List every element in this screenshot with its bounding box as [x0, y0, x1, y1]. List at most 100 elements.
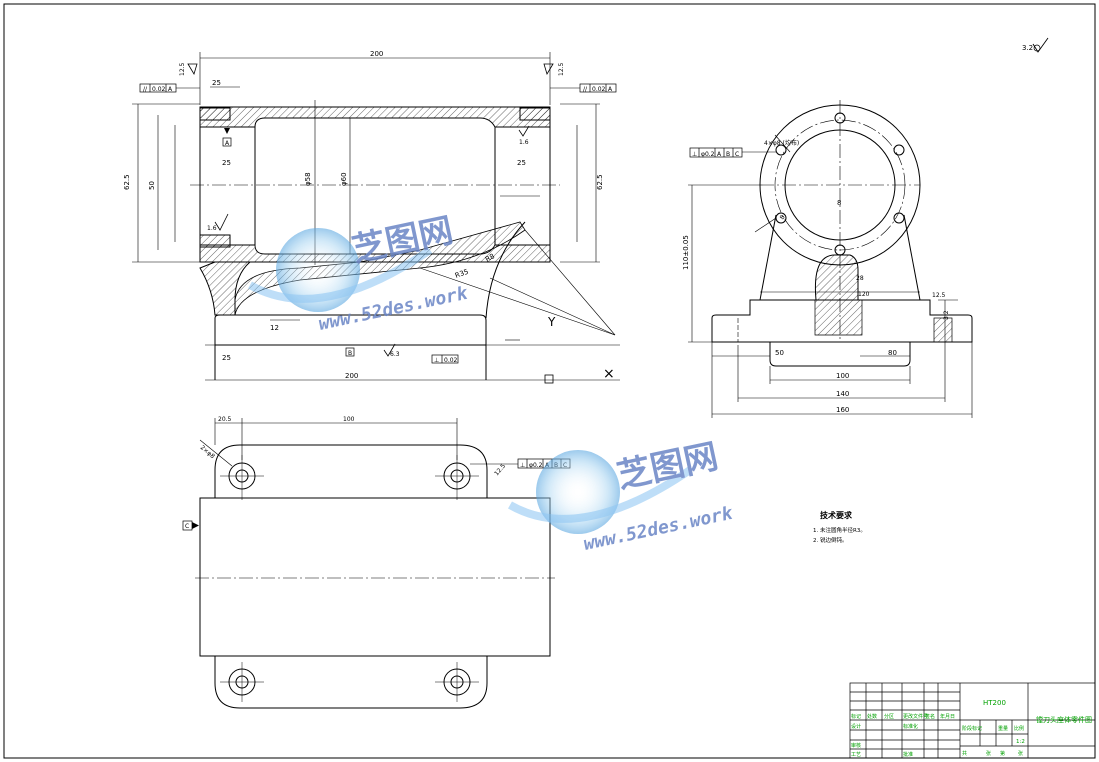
- top-view: [195, 444, 555, 709]
- svg-text:0.02: 0.02: [152, 86, 166, 93]
- svg-text:12: 12: [270, 324, 279, 332]
- svg-text:200: 200: [370, 50, 383, 58]
- general-roughness: 3.2: [1022, 37, 1049, 53]
- front-dimensions: [132, 52, 620, 381]
- svg-text:处数: 处数: [867, 713, 877, 720]
- svg-text:φ0.2: φ0.2: [701, 151, 715, 158]
- svg-text:140: 140: [836, 390, 849, 398]
- svg-text:3.2: 3.2: [1022, 44, 1033, 52]
- svg-text:⊥: ⊥: [692, 151, 697, 158]
- svg-text:28: 28: [856, 275, 864, 282]
- svg-text:2×φ8: 2×φ8: [199, 444, 216, 460]
- svg-text:12.5: 12.5: [493, 462, 507, 477]
- watermark-2: 芝图网 www.52des.work: [508, 436, 736, 555]
- svg-text:张: 张: [986, 750, 991, 757]
- svg-text:φ0.2: φ0.2: [529, 462, 543, 469]
- title-block: [849, 682, 1096, 759]
- front-roughness-values: 12.5 12.5 1.6 1.6 6.3: [179, 62, 565, 358]
- svg-text:A: A: [225, 140, 230, 147]
- svg-text:1. 未注圆角半径R3。: 1. 未注圆角半径R3。: [813, 526, 866, 534]
- svg-text:1:2: 1:2: [1016, 739, 1025, 745]
- svg-text:重量: 重量: [998, 725, 1008, 732]
- svg-text://: //: [143, 86, 148, 93]
- svg-text:φ58: φ58: [304, 172, 312, 186]
- svg-text:更改文件号: 更改文件号: [903, 713, 928, 720]
- svg-text:镗刀头座体零件图: 镗刀头座体零件图: [1036, 715, 1092, 724]
- technical-requirements: 技术要求 1. 未注圆角半径R3。 2. 锐边倒钝。: [813, 510, 866, 544]
- front-dimension-text: 200 25 62.5 50 φ58 φ60 62.5 25 25 200 12…: [123, 50, 615, 382]
- svg-text:HT200: HT200: [983, 699, 1006, 707]
- svg-text:50: 50: [148, 181, 156, 190]
- svg-text:工艺: 工艺: [851, 752, 861, 758]
- svg-text:12.5: 12.5: [932, 292, 946, 299]
- svg-text:110±0.05: 110±0.05: [682, 235, 690, 270]
- svg-text:25: 25: [222, 159, 231, 167]
- svg-text:共: 共: [962, 750, 967, 757]
- svg-text:100: 100: [836, 372, 849, 380]
- svg-text:160: 160: [836, 406, 849, 414]
- side-dimension-text: 110±0.05 160 140 100 50 80 120 8 28 4×φ8…: [682, 139, 950, 414]
- svg-text:⊥: ⊥: [434, 357, 439, 364]
- svg-text:200: 200: [345, 372, 358, 380]
- tolerance-frame-right: // 0.02 A: [550, 83, 617, 93]
- svg-text:62.5: 62.5: [596, 174, 604, 190]
- svg-text:A: A: [717, 151, 722, 158]
- svg-text:φ60: φ60: [340, 172, 348, 186]
- front-roughness-symbols: [187, 63, 554, 384]
- svg-text:8: 8: [779, 214, 787, 221]
- svg-text:标记: 标记: [851, 713, 861, 720]
- svg-text:张: 张: [1018, 750, 1023, 757]
- svg-text:25: 25: [212, 79, 221, 87]
- svg-text:C: C: [185, 523, 189, 530]
- svg-text:2. 锐边倒钝。: 2. 锐边倒钝。: [813, 536, 848, 544]
- svg-text:25: 25: [517, 159, 526, 167]
- svg-text:第: 第: [1000, 750, 1005, 757]
- svg-text:1.6: 1.6: [207, 225, 217, 232]
- tolerance-frame-left: // 0.02 A: [139, 83, 200, 93]
- datum-markers-front: A B: [222, 128, 355, 357]
- svg-text:100: 100: [343, 416, 355, 423]
- svg-text:签名: 签名: [925, 713, 935, 720]
- svg-text:R35: R35: [454, 268, 470, 280]
- svg-text:4×φ8 (均布): 4×φ8 (均布): [764, 139, 799, 147]
- svg-text:120: 120: [858, 291, 870, 298]
- svg-text:技术要求: 技术要求: [820, 510, 853, 520]
- svg-text:×: ×: [603, 366, 615, 382]
- svg-text:6.3: 6.3: [390, 351, 400, 358]
- svg-text://: //: [583, 86, 588, 93]
- svg-text:比例: 比例: [1014, 725, 1024, 732]
- front-section-view: [190, 100, 620, 380]
- svg-text:12.5: 12.5: [179, 62, 186, 76]
- svg-text:0.02: 0.02: [592, 86, 606, 93]
- svg-text:1.6: 1.6: [519, 139, 529, 146]
- svg-text:⊥: ⊥: [520, 462, 525, 469]
- svg-text:审核: 审核: [851, 742, 861, 749]
- tolerance-frame-side: ⊥ φ0.2 A B C: [689, 147, 776, 158]
- title-block-text: HT200 镗刀头座体零件图 1:2 标记 处数 分区 更改文件号 签名 年月日…: [851, 699, 1092, 758]
- tolerance-frame-bottom: ⊥ 0.02: [431, 354, 459, 364]
- svg-text:B: B: [726, 151, 730, 158]
- svg-text:50: 50: [775, 349, 784, 357]
- top-dimensions: [199, 418, 518, 467]
- svg-text:0.02: 0.02: [444, 357, 458, 364]
- svg-text:A: A: [608, 86, 613, 93]
- datum-marker-c: C: [182, 520, 199, 531]
- side-view: [711, 100, 973, 367]
- side-dimensions: [688, 134, 973, 418]
- svg-text:设计: 设计: [851, 723, 861, 730]
- svg-text:20.5: 20.5: [218, 416, 232, 423]
- svg-text:批准: 批准: [903, 751, 913, 758]
- top-dimension-text: 20.5 100 2×φ8 12.5: [199, 416, 508, 477]
- svg-text:R8: R8: [484, 252, 496, 264]
- sheet-border: [3, 3, 1096, 759]
- svg-text:年月日: 年月日: [940, 713, 955, 720]
- svg-text:80: 80: [888, 349, 897, 357]
- svg-text:62.5: 62.5: [123, 174, 131, 190]
- svg-text:25: 25: [222, 354, 231, 362]
- svg-text:12.5: 12.5: [558, 62, 565, 76]
- svg-text:A: A: [168, 86, 173, 93]
- svg-text:阶段标记: 阶段标记: [962, 725, 982, 732]
- svg-text:3.2: 3.2: [943, 310, 950, 320]
- svg-text:C: C: [735, 151, 739, 158]
